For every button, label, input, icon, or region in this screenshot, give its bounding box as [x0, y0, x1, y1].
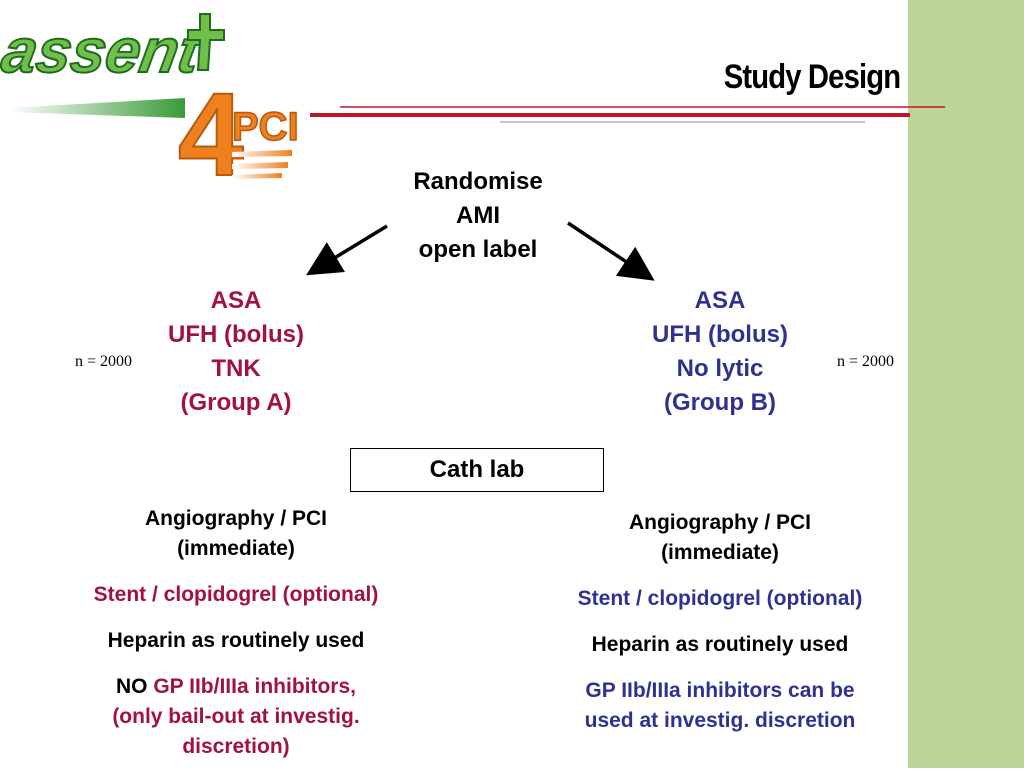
cath-lab-box: Cath lab: [350, 448, 604, 492]
group-a-line: TNK: [211, 355, 261, 382]
group-b-line: No lytic: [676, 355, 764, 382]
group-a-arm: ASA UFH (bolus) TNK (Group A): [116, 284, 356, 420]
randomise-block: Randomise AMI open label: [378, 165, 578, 267]
group-b-arm: ASA UFH (bolus) No lytic (Group B): [600, 284, 840, 420]
angio-line: Angiography / PCI: [144, 507, 327, 530]
header-rules: [310, 106, 945, 123]
gp-line: used at investig. discretion: [584, 709, 856, 732]
logo-suffix: PCI: [232, 105, 299, 149]
gp-line: GP IIb/IIIa inhibitors can be: [585, 679, 855, 702]
randomise-line: open label: [418, 236, 538, 263]
group-a-line: ASA: [210, 287, 262, 314]
gp-line: (only bail-out at investig.: [112, 705, 360, 728]
gp-line: discretion): [182, 735, 290, 758]
procedures-group-b: Angiography / PCI (immediate) Stent / cl…: [530, 508, 910, 752]
sidebar-panel: [908, 0, 1024, 768]
group-b-n: n = 2000: [837, 353, 895, 370]
gp-main: GP IIb/IIIa inhibitors,: [153, 675, 356, 698]
randomise-line: Randomise: [413, 168, 543, 195]
group-b-line: ASA: [694, 287, 746, 314]
angio-line: (immediate): [177, 537, 295, 560]
arrow-to-group-a: [306, 224, 388, 276]
group-a-line: (Group A): [180, 389, 292, 416]
group-a-line: UFH (bolus): [168, 321, 304, 348]
group-b-line: (Group B): [664, 389, 776, 416]
angio-line: Angiography / PCI: [628, 511, 811, 534]
heparin-text: Heparin as routinely used: [591, 633, 849, 656]
page-title: Study Design: [723, 58, 900, 96]
group-a-n: n = 2000: [75, 353, 133, 370]
heparin-text: Heparin as routinely used: [107, 629, 365, 652]
assent-4-pci-logo: assent 4 PCI: [0, 13, 299, 185]
randomise-line: AMI: [456, 202, 500, 229]
procedures-group-a: Angiography / PCI (immediate) Stent / cl…: [46, 504, 426, 778]
gp-prefix: NO: [116, 675, 148, 698]
group-b-line: UFH (bolus): [652, 321, 788, 348]
logo-word: assent: [0, 16, 208, 85]
arrow-to-group-b: [567, 221, 655, 281]
stent-text: Stent / clopidogrel (optional): [93, 583, 379, 606]
stent-text: Stent / clopidogrel (optional): [577, 587, 863, 610]
angio-line: (immediate): [661, 541, 779, 564]
